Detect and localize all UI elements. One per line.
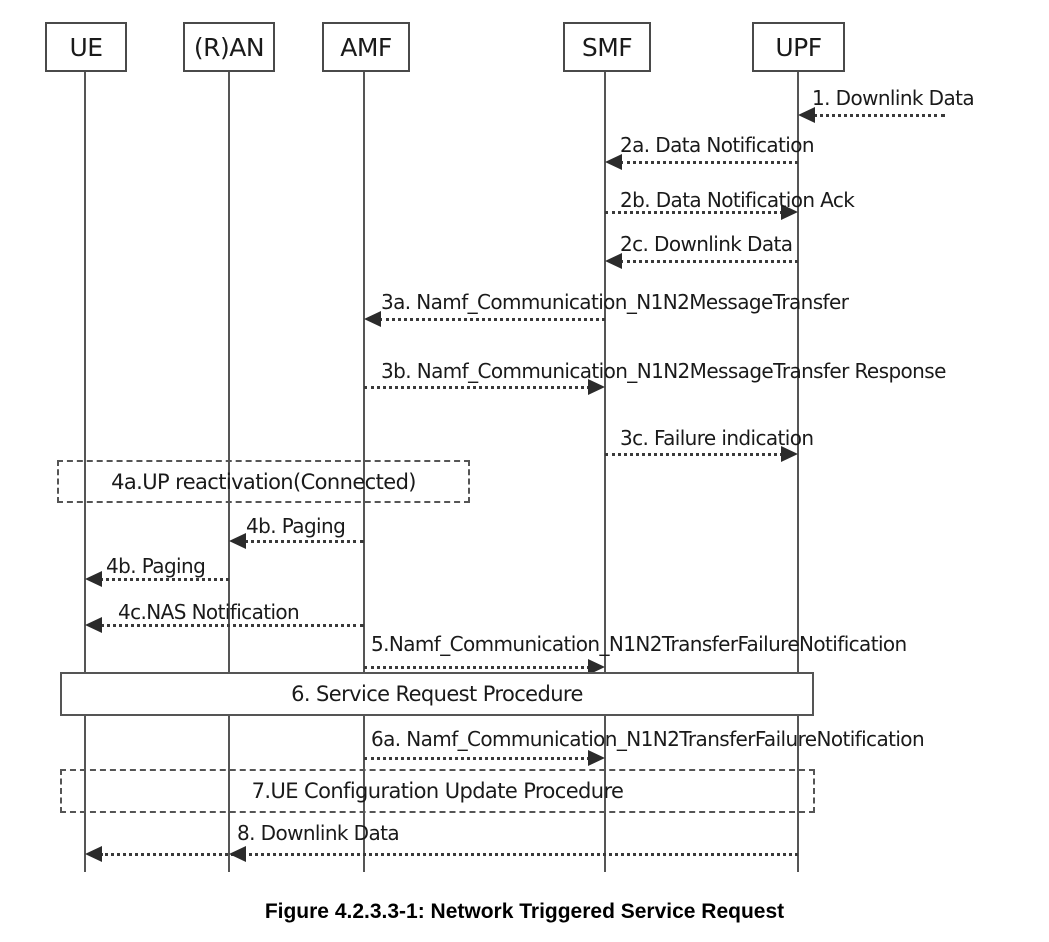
message-line — [620, 260, 798, 263]
arrowhead-m5 — [588, 659, 605, 675]
procedure-label-6: 6. Service Request Procedure — [291, 682, 583, 706]
message-line — [244, 540, 364, 543]
actor-box-ran: (R)AN — [183, 22, 275, 72]
message-label-m3a: 3a. Namf_Communication_N1N2MessageTransf… — [381, 290, 849, 314]
arrowhead-m3c — [781, 446, 798, 462]
message-label-m2b: 2b. Data Notification Ack — [620, 188, 855, 212]
message-line — [364, 666, 590, 669]
arrowhead-m3b — [588, 379, 605, 395]
arrowhead-m2a — [605, 154, 622, 170]
message-line — [364, 386, 590, 389]
message-label-m2c: 2c. Downlink Data — [620, 232, 793, 256]
arrowhead-m2c — [605, 253, 622, 269]
actor-box-smf: SMF — [563, 22, 651, 72]
actor-label-smf: SMF — [581, 32, 633, 62]
message-line — [379, 318, 605, 321]
actor-box-ue: UE — [45, 22, 127, 72]
figure-caption: Figure 4.2.3.3-1: Network Triggered Serv… — [264, 900, 785, 923]
message-line — [100, 624, 364, 627]
procedure-label-7: 7.UE Configuration Update Procedure — [251, 779, 624, 803]
procedure-label-4a: 4a.UP reactivation(Connected) — [111, 469, 416, 494]
procedure-box-4a: 4a.UP reactivation(Connected) — [57, 460, 470, 503]
lifeline-amf — [363, 72, 365, 872]
lifeline-ran — [228, 72, 230, 872]
arrowhead-m4b2 — [85, 571, 102, 587]
actor-box-upf: UPF — [752, 22, 845, 72]
procedure-box-7: 7.UE Configuration Update Procedure — [60, 769, 815, 813]
lifeline-ue — [84, 72, 86, 872]
message-line — [620, 161, 798, 164]
message-line — [605, 211, 783, 214]
lifeline-upf — [797, 72, 799, 872]
actor-label-ran: (R)AN — [193, 32, 265, 62]
message-label-m4b1: 4b. Paging — [246, 514, 346, 538]
procedure-box-6: 6. Service Request Procedure — [60, 672, 814, 716]
arrowhead-m8-mid — [229, 846, 246, 862]
actor-label-upf: UPF — [775, 32, 822, 62]
actor-box-amf: AMF — [322, 22, 410, 72]
message-label-m3b: 3b. Namf_Communication_N1N2MessageTransf… — [381, 359, 946, 383]
actor-label-ue: UE — [69, 32, 103, 62]
arrowhead-m4b1 — [229, 533, 246, 549]
message-line — [605, 453, 783, 456]
message-label-m2a: 2a. Data Notification — [620, 133, 815, 157]
message-label-m6a: 6a. Namf_Communication_N1N2TransferFailu… — [371, 727, 925, 751]
message-line — [364, 757, 590, 760]
arrowhead-m4c — [85, 617, 102, 633]
message-label-m5: 5.Namf_Communication_N1N2TransferFailure… — [371, 632, 907, 656]
message-line — [100, 578, 229, 581]
arrowhead-m8 — [85, 846, 102, 862]
arrowhead-m6a — [588, 750, 605, 766]
arrowhead-m2b — [781, 204, 798, 220]
arrowhead-m1 — [798, 107, 815, 123]
arrowhead-m3a — [364, 311, 381, 327]
lifeline-smf — [604, 72, 606, 872]
message-line — [813, 114, 945, 117]
message-label-m8: 8. Downlink Data — [237, 821, 400, 845]
actor-label-amf: AMF — [340, 32, 392, 62]
message-label-m3c: 3c. Failure indication — [620, 426, 814, 450]
message-line — [100, 853, 798, 856]
message-label-m1: 1. Downlink Data — [812, 86, 975, 110]
message-label-m4b2: 4b. Paging — [106, 554, 206, 578]
message-label-m4c: 4c.NAS Notification — [118, 600, 300, 624]
